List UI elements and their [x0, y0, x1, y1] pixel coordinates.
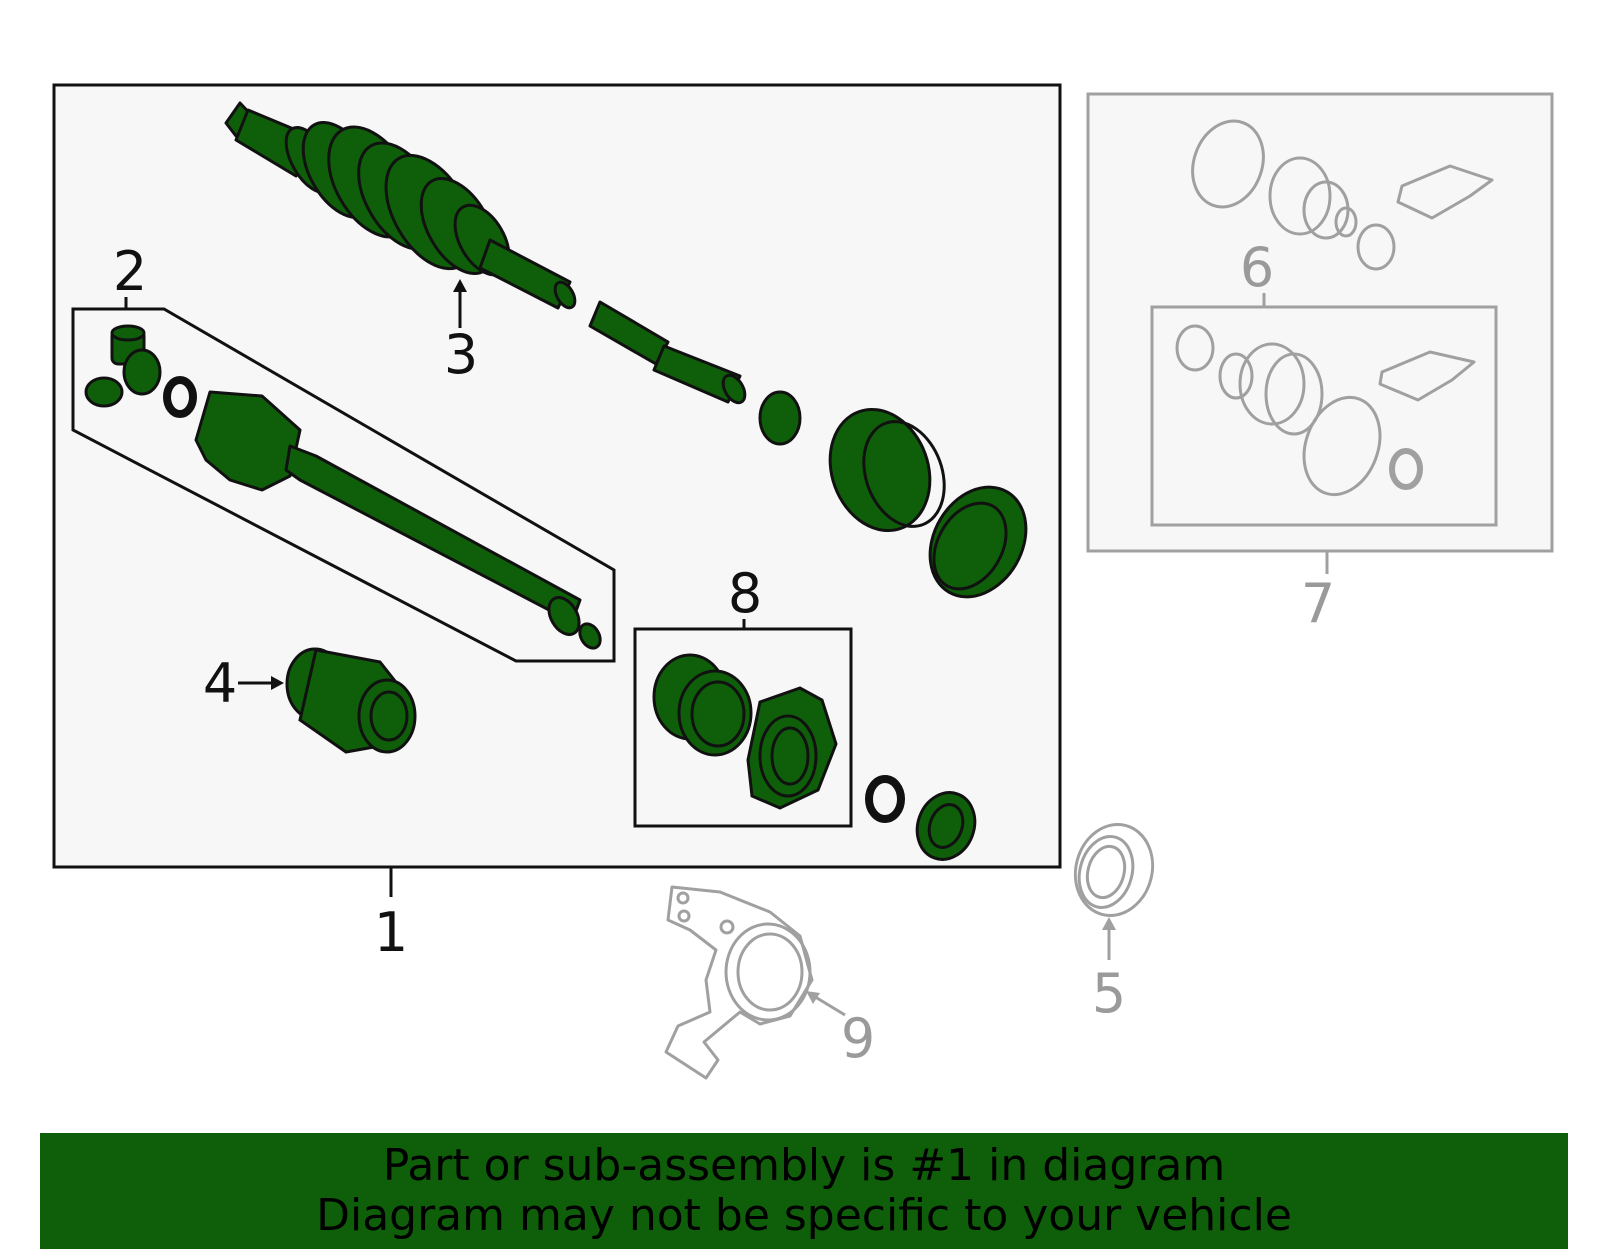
seal-rings — [865, 775, 977, 861]
callout-3: 3 — [444, 323, 478, 386]
callout-9-arrowhead — [806, 991, 820, 1004]
callout-5: 5 — [1092, 962, 1126, 1025]
axle-shaft-3 — [224, 101, 1028, 599]
callout-4-arrowhead — [271, 676, 284, 690]
boot-kit-6 — [1175, 324, 1476, 497]
boot-kit-7 — [1191, 119, 1494, 271]
callout-8: 8 — [728, 562, 762, 625]
joint-housing-4 — [285, 647, 417, 754]
callout-6: 6 — [1240, 236, 1274, 299]
callout-5-arrowhead — [1102, 917, 1116, 930]
callout-2: 2 — [113, 240, 147, 303]
callout-1: 1 — [374, 901, 408, 964]
steering-knuckle-9 — [664, 885, 814, 1080]
callout-4: 4 — [203, 652, 237, 715]
callout-3-arrowhead — [453, 279, 467, 292]
bearing-kit-8 — [652, 653, 838, 810]
assembly-6-box — [1150, 305, 1498, 527]
callout-7: 7 — [1301, 572, 1335, 635]
inner-joint-group-2-outline — [71, 307, 616, 663]
seal-5 — [1073, 822, 1155, 918]
banner-line-2: Diagram may not be specific to your vehi… — [316, 1190, 1292, 1241]
info-banner: Part or sub-assembly is #1 in diagram Di… — [40, 1133, 1568, 1249]
callout-9-arrow — [811, 993, 846, 1017]
callout-9: 9 — [841, 1007, 875, 1070]
inner-joint-2 — [84, 324, 602, 650]
banner-line-1: Part or sub-assembly is #1 in diagram — [382, 1140, 1226, 1191]
assembly-7-panel — [1086, 92, 1554, 553]
